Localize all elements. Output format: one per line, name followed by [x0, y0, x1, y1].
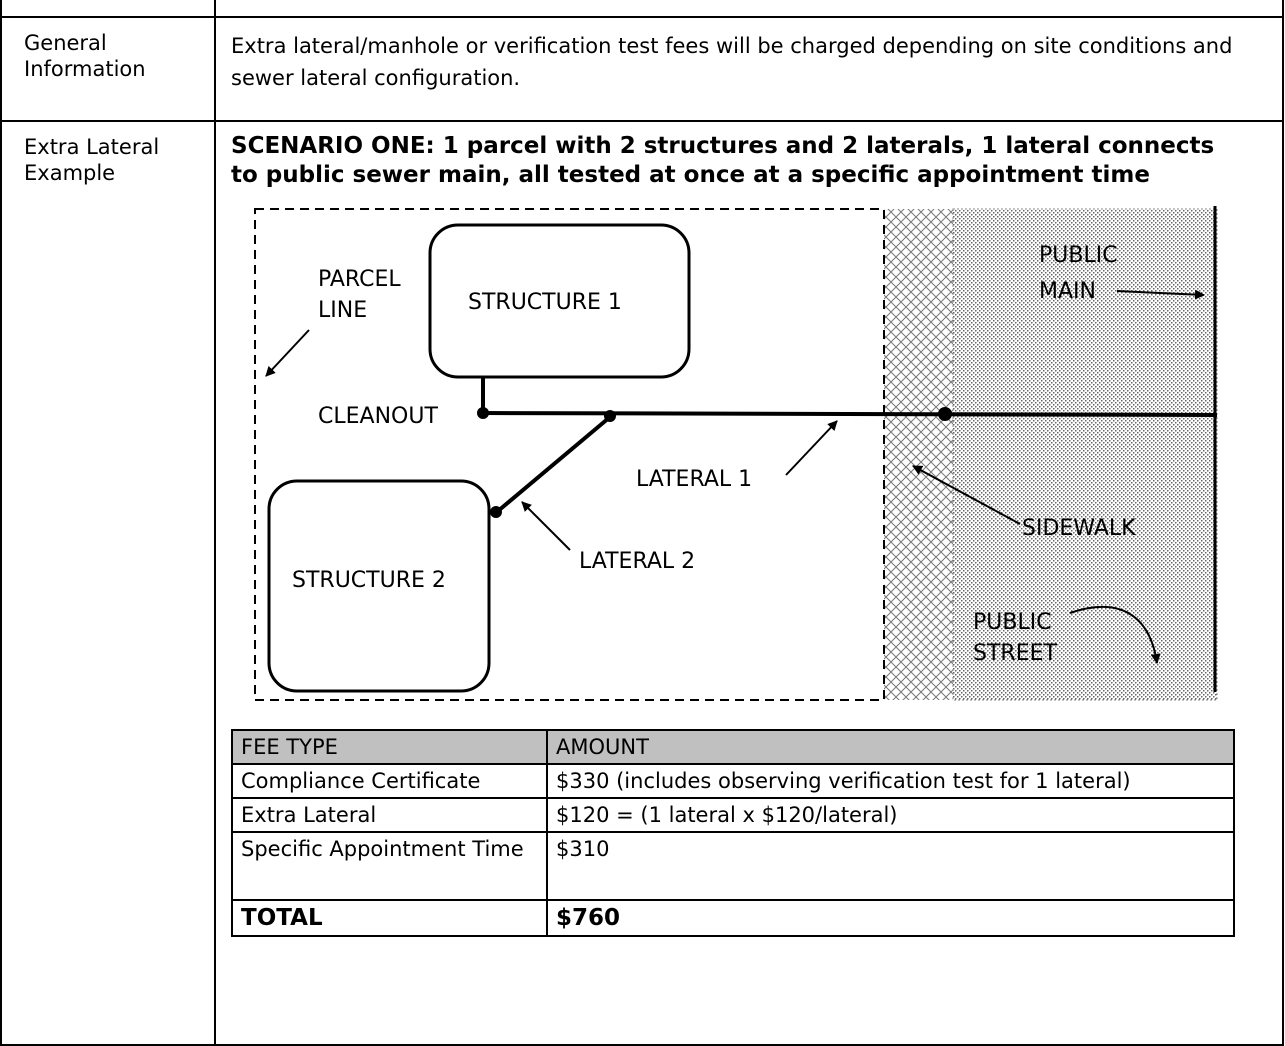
structure-2-label: STRUCTURE 2	[292, 568, 446, 593]
site-diagram: PARCEL LINE STRUCTURE 1 CLEANOUT LATERAL…	[254, 206, 1218, 701]
parcel-line-label-2: LINE	[318, 298, 367, 323]
fee-table-header: FEE TYPE AMOUNT	[231, 729, 1235, 765]
sidewalk-cleanout-dot	[938, 407, 952, 421]
amount-cell: $330 (includes observing verification te…	[546, 763, 1235, 799]
structure-2-box	[267, 479, 491, 693]
lateral-2-line	[496, 415, 612, 513]
scenario-text: 1 parcel with 2 structures and 2 lateral…	[231, 133, 1215, 188]
general-info-row: General Information Extra lateral/manhol…	[0, 16, 1284, 122]
public-street-label: PUBLIC	[973, 610, 1052, 635]
total-row: TOTAL $760	[231, 899, 1235, 937]
lateral-1-line	[482, 411, 1218, 417]
sidewalk-label: SIDEWALK	[1022, 516, 1136, 541]
fee-type-cell: Specific Appointment Time	[231, 831, 548, 901]
table-row: Specific Appointment Time $310	[231, 831, 1235, 901]
lateral-junction-dot	[604, 410, 616, 422]
extra-lateral-row: Extra Lateral Example SCENARIO ONE: 1 pa…	[0, 120, 1284, 1046]
fee-type-cell: Compliance Certificate	[231, 763, 548, 799]
lateral-2-label: LATERAL 2	[579, 549, 695, 574]
lateral-1-arrow	[785, 420, 838, 476]
scenario-title: SCENARIO ONE: 1 parcel with 2 structures…	[231, 132, 1231, 190]
scenario-lead: SCENARIO ONE:	[231, 133, 435, 159]
table-row: Compliance Certificate $330 (includes ob…	[231, 763, 1235, 799]
cleanout-label: CLEANOUT	[318, 404, 438, 429]
sidewalk-area	[884, 209, 953, 700]
extra-lateral-label: Extra Lateral Example	[0, 120, 216, 1046]
general-info-text: Extra lateral/manhole or verification te…	[231, 34, 1233, 90]
extra-lateral-cell: SCENARIO ONE: 1 parcel with 2 structures…	[214, 120, 1284, 1046]
public-main-label: PUBLIC	[1039, 243, 1118, 268]
structure-2-connection-dot	[490, 506, 502, 518]
amount-cell: $120 = (1 lateral x $120/lateral)	[546, 797, 1235, 833]
structure-1-box	[428, 223, 691, 379]
general-info-cell: Extra lateral/manhole or verification te…	[214, 16, 1284, 122]
sidewalk-arrow	[912, 465, 1021, 525]
table-row: Extra Lateral $120 = (1 lateral x $120/l…	[231, 797, 1235, 833]
public-street-area	[952, 208, 1218, 701]
lateral-1-label: LATERAL 1	[636, 467, 752, 492]
total-label: TOTAL	[231, 899, 548, 937]
public-street-label-2: STREET	[973, 641, 1057, 666]
cleanout-dot	[477, 407, 489, 419]
public-main-arrow	[1116, 289, 1205, 300]
public-main-label-2: MAIN	[1039, 279, 1096, 304]
parcel-line-label: PARCEL	[318, 267, 401, 292]
parcel-line-arrow	[265, 329, 310, 377]
top-rule	[0, 0, 1284, 18]
structure-1-label: STRUCTURE 1	[468, 290, 622, 315]
amount-cell: $310	[546, 831, 1235, 901]
parcel-line	[254, 208, 885, 701]
total-amount: $760	[546, 899, 1235, 937]
public-street-arrow	[1069, 606, 1161, 664]
fee-type-cell: Extra Lateral	[231, 797, 548, 833]
general-info-label: General Information	[0, 16, 216, 122]
fee-type-header: FEE TYPE	[231, 729, 548, 765]
fee-table: FEE TYPE AMOUNT Compliance Certificate $…	[231, 729, 1235, 937]
amount-header: AMOUNT	[546, 729, 1235, 765]
lateral-2-arrow	[521, 501, 571, 551]
